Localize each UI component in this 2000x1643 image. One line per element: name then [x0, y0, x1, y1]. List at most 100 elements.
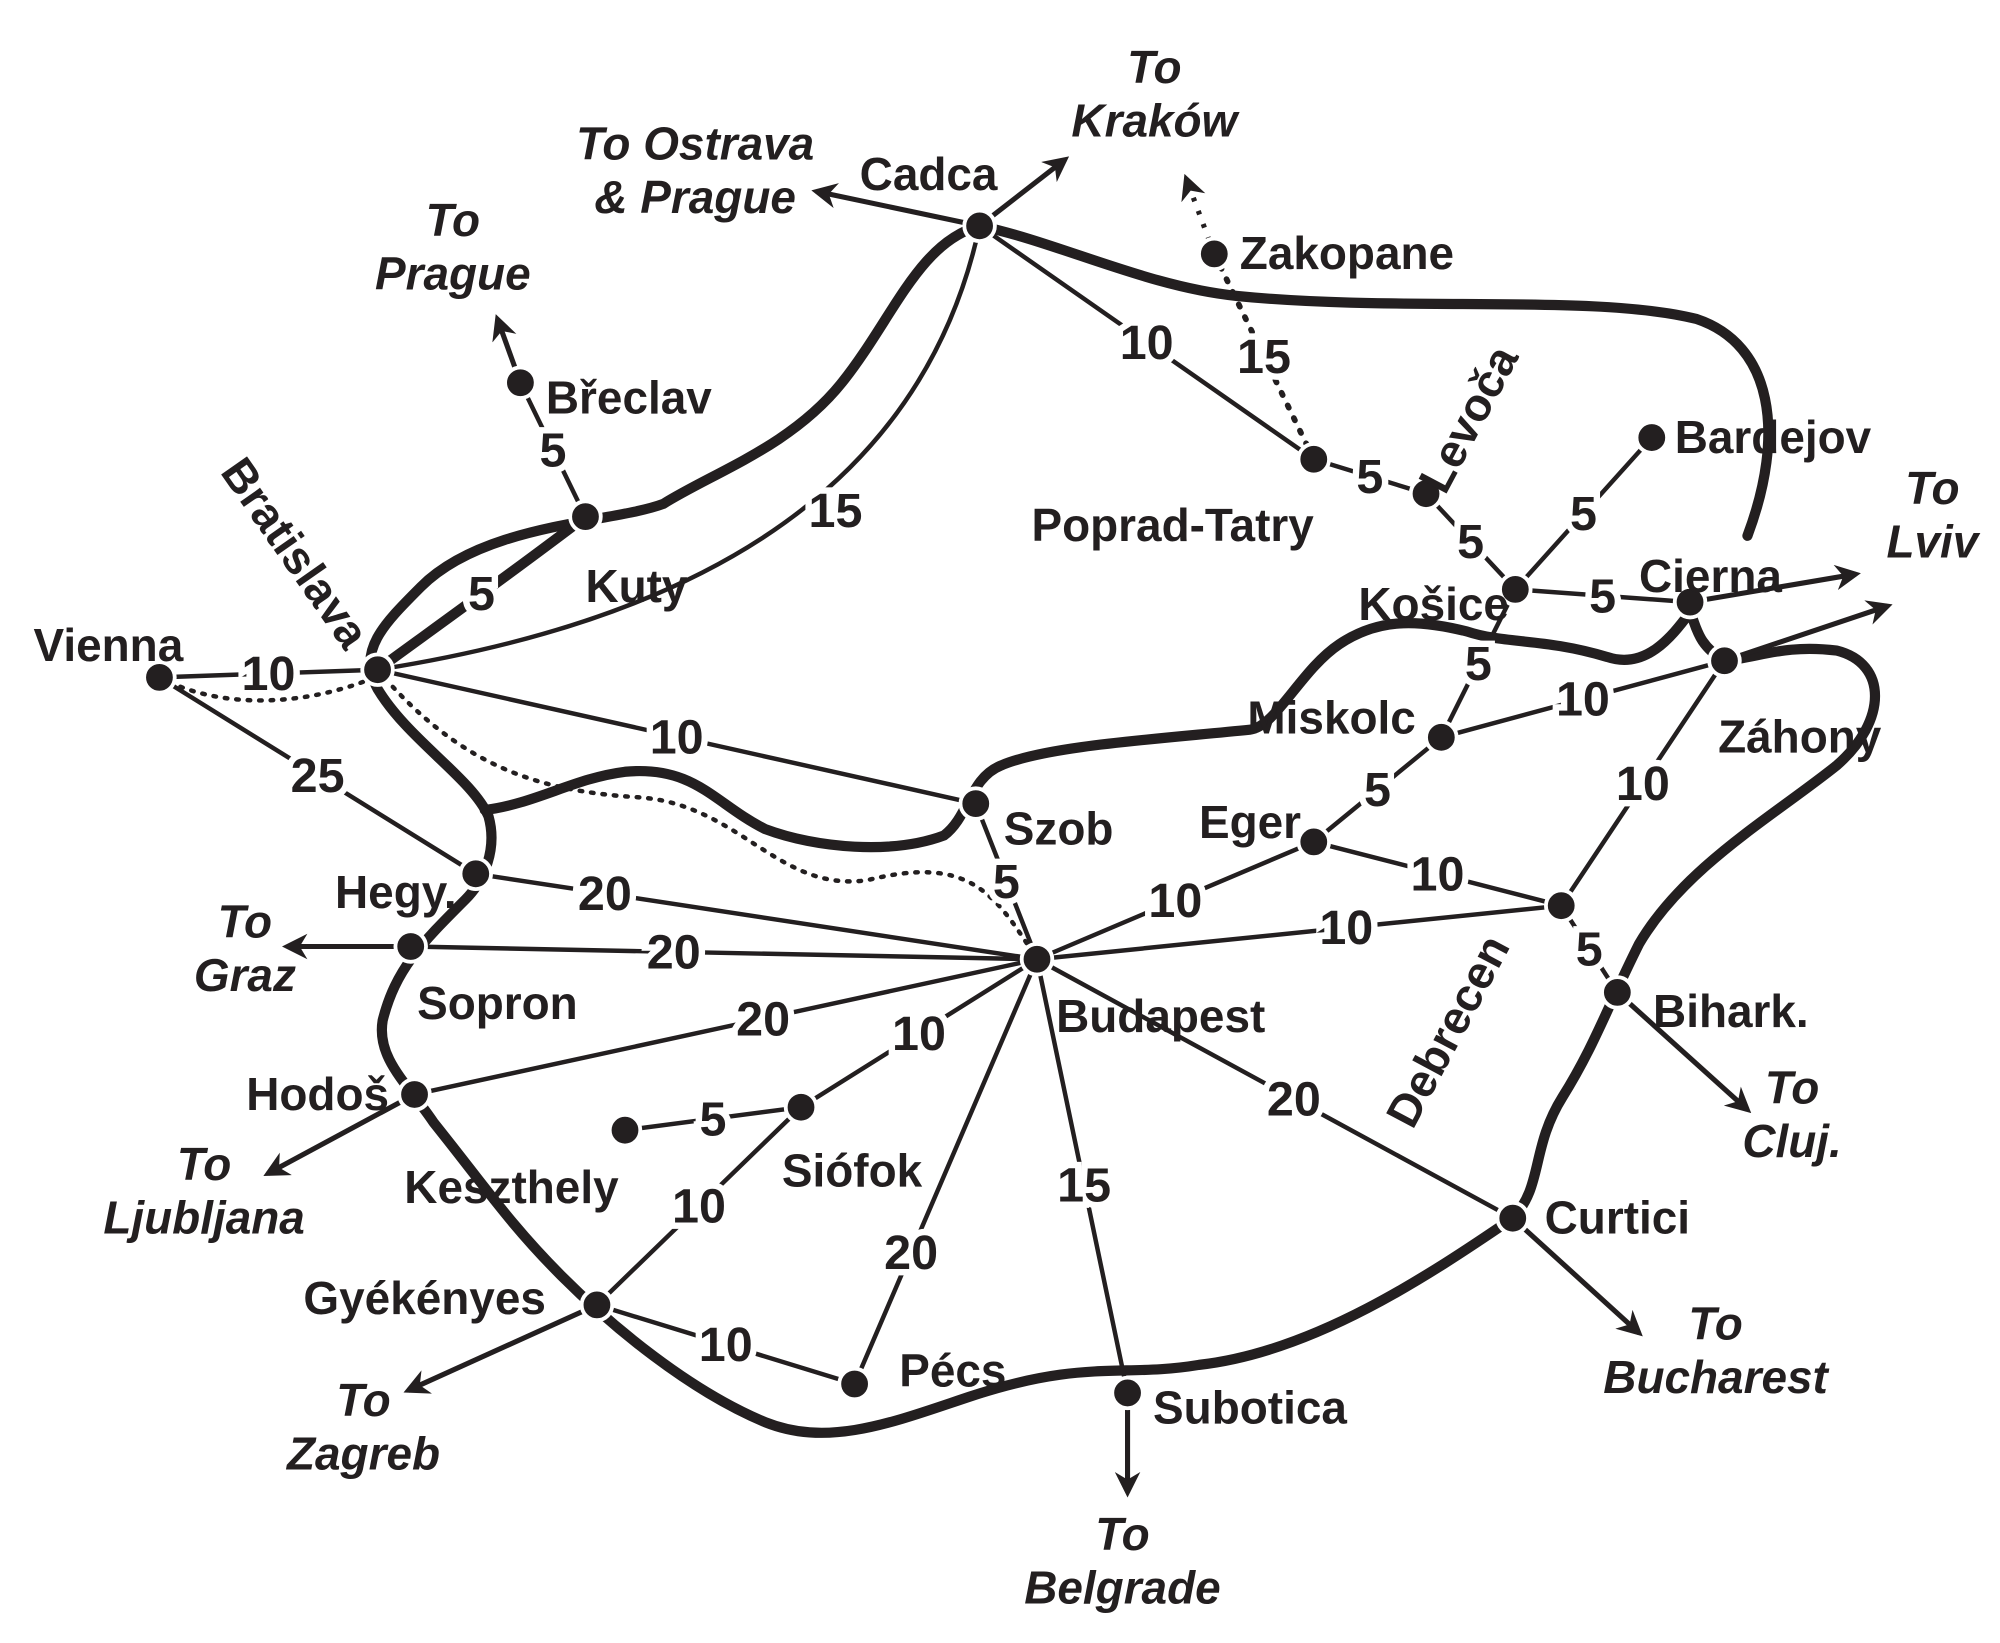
connection-vienna-bratislava	[157, 667, 380, 680]
station-label-keszthely: Keszthely	[404, 1161, 619, 1213]
station-node-hodos[interactable]	[397, 1077, 432, 1112]
connection-poprad-levoca	[1311, 457, 1429, 496]
station-node-breclav[interactable]	[503, 365, 538, 400]
dotted-route-bratislava-budapest	[375, 667, 1040, 962]
station-node-gyekenyes[interactable]	[579, 1287, 615, 1323]
arrow-to-zagreb	[403, 1302, 598, 1394]
station-label-sopron: Sopron	[417, 977, 578, 1029]
station-node-cierna[interactable]	[1672, 584, 1708, 620]
station-label-bardejov: Bardejov	[1675, 411, 1872, 463]
travel-time-label: 25	[291, 749, 345, 803]
station-label-kuty: Kuty	[585, 560, 687, 612]
station-node-kuty[interactable]	[568, 499, 603, 534]
destinations-layer	[263, 156, 1893, 1498]
travel-time-label: 10	[650, 710, 704, 764]
connection-budapest-subotica	[1034, 957, 1130, 1396]
connection-cadca-poprad	[977, 223, 1317, 462]
connection-kosice-bardejov	[1513, 435, 1655, 592]
connection-sopron-budapest	[408, 944, 1040, 962]
station-label-budapest: Budapest	[1056, 990, 1265, 1042]
travel-time-label: 15	[1237, 330, 1291, 384]
station-node-levoca[interactable]	[1408, 476, 1444, 511]
travel-time-label: 15	[1057, 1158, 1111, 1212]
connection-gyekenyes-pecs	[594, 1302, 857, 1387]
travel-time-label: 5	[1356, 450, 1383, 504]
connection-miskolc-zahony	[1439, 658, 1727, 740]
travel-time-label: 5	[1465, 637, 1492, 691]
station-node-zakopane[interactable]	[1197, 236, 1232, 272]
connection-budapest-curtici	[1034, 957, 1515, 1221]
connection-bratislava-kuty	[375, 514, 588, 672]
connection-kosice-cierna	[1513, 587, 1693, 605]
destination-label-prague: To	[426, 194, 480, 246]
station-label-poprad: Poprad-Tatry	[1031, 499, 1314, 551]
station-node-sopron[interactable]	[393, 929, 428, 964]
destination-label-krakow: To	[1127, 41, 1181, 93]
arrow-to-bucharest	[1511, 1216, 1643, 1337]
station-label-siofok: Siófok	[782, 1144, 923, 1196]
destination-label-cluj: To	[1765, 1061, 1819, 1113]
station-node-zahony[interactable]	[1707, 643, 1742, 679]
station-node-cadca[interactable]	[962, 208, 997, 244]
connection-hodos-budapest	[412, 957, 1040, 1097]
destination-label-lviv: Lviv	[1886, 515, 1980, 567]
station-label-breclav: Břeclav	[546, 371, 712, 423]
travel-time-label: 10	[1411, 847, 1465, 901]
station-node-pecs[interactable]	[837, 1366, 872, 1402]
station-node-szob[interactable]	[958, 786, 993, 821]
destination-label-lviv: To	[1905, 462, 1959, 514]
travel-time-label: 10	[1556, 673, 1610, 727]
station-label-eger: Eger	[1199, 796, 1301, 848]
connection-budapest-pecs	[852, 957, 1040, 1387]
station-node-vienna[interactable]	[142, 660, 177, 695]
station-node-bardejov[interactable]	[1634, 420, 1670, 455]
connection-vienna-hegy	[157, 675, 478, 877]
station-node-eger[interactable]	[1296, 824, 1331, 860]
connection-siofok-gyekenyes	[594, 1104, 804, 1308]
station-node-kosice[interactable]	[1498, 572, 1533, 607]
station-label-hegy: Hegy.	[335, 866, 457, 918]
connection-kuty-breclav	[518, 380, 588, 519]
station-node-siofok[interactable]	[783, 1089, 819, 1125]
connection-kosice-miskolc	[1439, 587, 1518, 740]
station-node-miskolc[interactable]	[1424, 720, 1459, 755]
station-node-budapest[interactable]	[1019, 942, 1055, 977]
station-node-poprad[interactable]	[1296, 442, 1331, 477]
destination-label-bucharest: To	[1688, 1297, 1742, 1349]
station-node-hegy[interactable]	[458, 856, 493, 892]
station-node-bratislava[interactable]	[360, 652, 395, 687]
station-label-zakopane: Zakopane	[1240, 227, 1454, 279]
travel-time-label: 5	[1589, 569, 1616, 623]
destination-label-cluj: Cluj.	[1742, 1115, 1841, 1167]
travel-time-label: 10	[699, 1318, 753, 1372]
travel-time-label: 10	[672, 1180, 726, 1234]
connection-budapest-siofok	[798, 957, 1040, 1110]
connection-budapest-debrecen	[1034, 903, 1564, 962]
travel-time-label: 10	[1319, 901, 1373, 955]
travel-time-label: 10	[1148, 874, 1202, 928]
destination-label-belgrade: To	[1095, 1508, 1149, 1560]
travel-time-label: 20	[884, 1226, 938, 1280]
travel-time-label: 10	[1120, 316, 1174, 370]
travel-time-label: 15	[809, 484, 863, 538]
station-label-levoca: Levoča	[1408, 336, 1528, 501]
thick-border-route-north	[974, 220, 1774, 541]
connection-debrecen-zahony	[1558, 658, 1727, 908]
station-node-curtici[interactable]	[1495, 1200, 1530, 1236]
station-label-vienna: Vienna	[34, 619, 184, 671]
travel-time-label: 20	[647, 925, 701, 979]
station-label-debrecen: Debrecen	[1376, 926, 1520, 1135]
station-label-bratislava: Bratislava	[211, 448, 380, 658]
connection-hegy-budapest	[473, 871, 1040, 962]
destination-label-graz: Graz	[194, 949, 296, 1001]
station-node-bihark[interactable]	[1600, 975, 1635, 1010]
station-node-keszthely[interactable]	[607, 1112, 643, 1148]
travel-time-label: 5	[468, 567, 495, 621]
station-node-subotica[interactable]	[1110, 1375, 1145, 1411]
station-node-debrecen[interactable]	[1544, 888, 1579, 923]
destination-label-ostrava: & Prague	[594, 171, 796, 223]
connection-budapest-eger	[1034, 839, 1317, 962]
station-label-gyekenyes: Gyékényes	[303, 1272, 545, 1324]
